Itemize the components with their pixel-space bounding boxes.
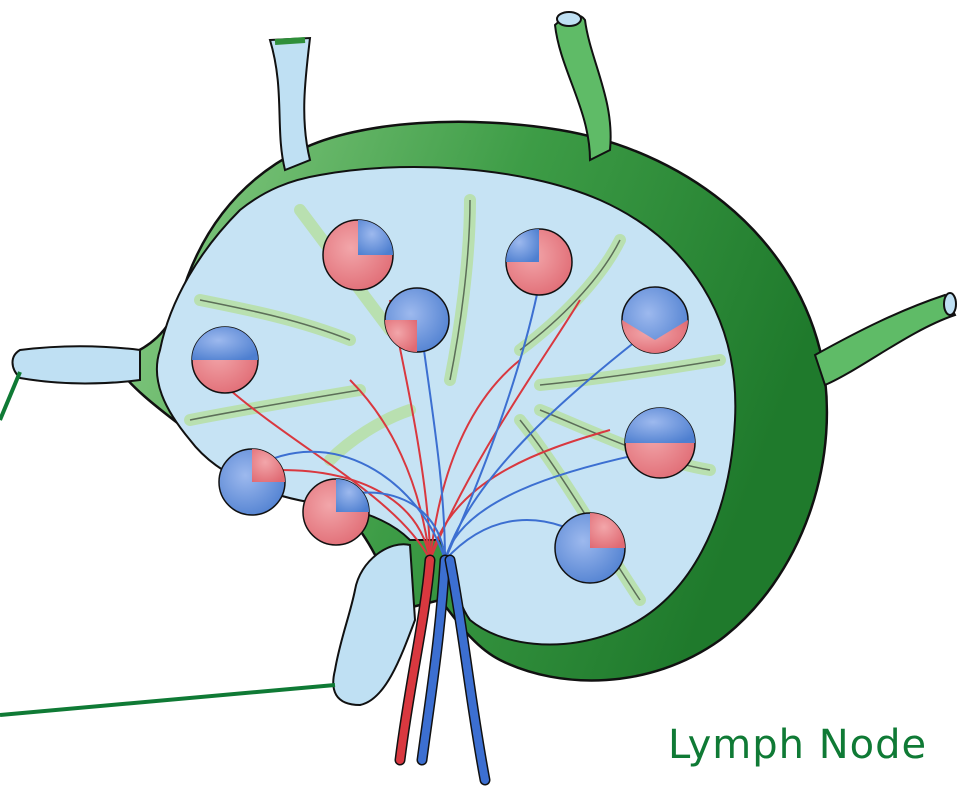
lymphoid-follicle-icon [385, 288, 449, 352]
efferent-vessel-left [13, 346, 141, 383]
lymphoid-follicle-icon [622, 287, 688, 353]
label-line-efferent [0, 372, 20, 420]
lymphoid-follicle-icon [219, 449, 285, 515]
hilum-efferent-vessel [333, 544, 415, 705]
lymphoid-follicle-icon [323, 220, 393, 290]
diagram-title: Lymph Node [668, 722, 927, 768]
afferent-vessel-top-left [270, 38, 310, 170]
lymphoid-follicle-icon [555, 513, 625, 583]
lymphoid-follicle-icon [506, 229, 572, 295]
label-line-hilum [0, 685, 335, 715]
lymphoid-follicle-icon [625, 408, 695, 478]
afferent-vessel-right [815, 293, 956, 385]
lymphoid-follicle-icon [192, 327, 258, 393]
lymphoid-follicle-icon [303, 479, 369, 545]
